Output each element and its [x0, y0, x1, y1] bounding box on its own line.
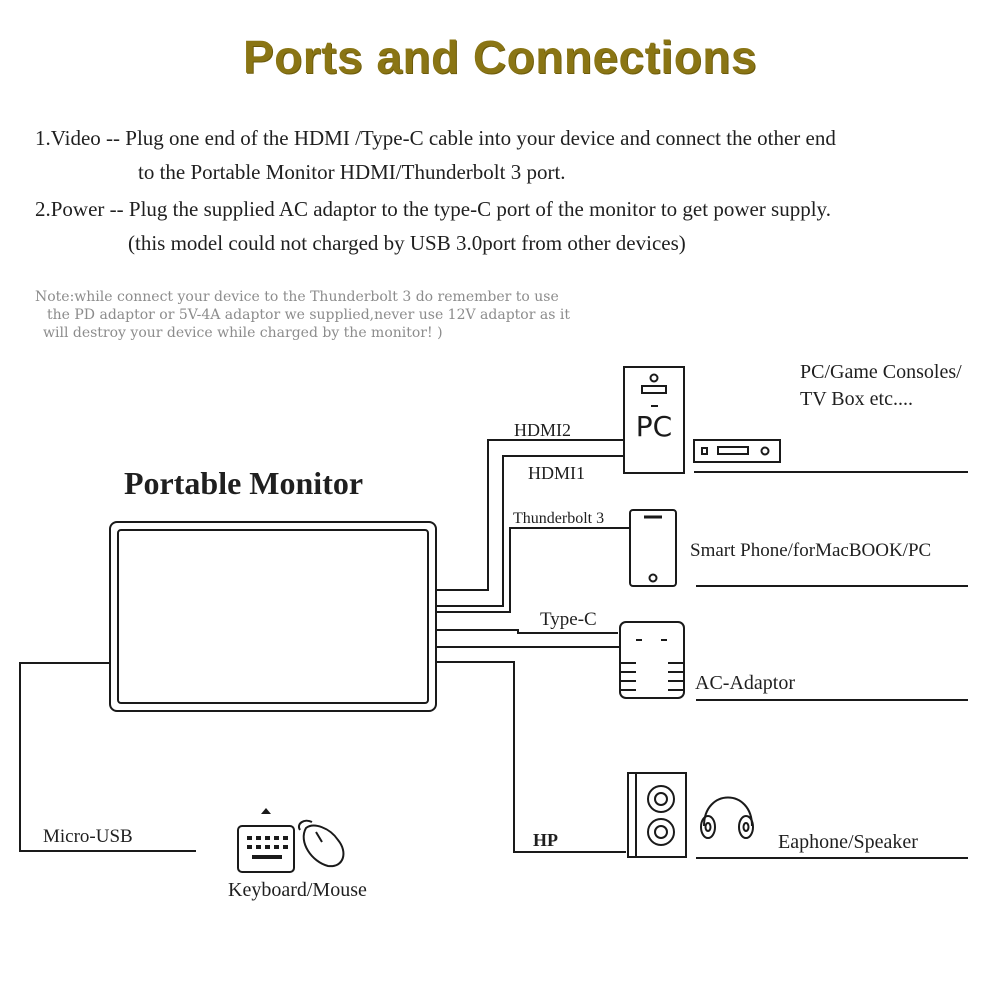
pc-consoles-label-line1: PC/Game Consoles/ — [800, 361, 962, 383]
headphones-icon — [700, 796, 754, 839]
note-line2: the PD adaptor or 5V-4A adaptor we suppl… — [47, 307, 570, 323]
monitor-label: Portable Monitor — [124, 465, 363, 501]
typec-cable — [436, 629, 618, 634]
pc-consoles-label-line2: TV Box etc.... — [800, 388, 913, 410]
keyboard-icon — [237, 808, 295, 873]
earphone-speaker-label: Eaphone/Speaker — [778, 831, 918, 853]
hdmi2-label: HDMI2 — [514, 420, 571, 440]
portable-monitor — [109, 521, 437, 712]
video-instruction-line2: to the Portable Monitor HDMI/Thunderbolt… — [138, 160, 566, 184]
thunderbolt-cable — [436, 527, 630, 613]
typec-label: Type-C — [540, 609, 597, 630]
keyboard-mouse-label: Keyboard/Mouse — [228, 879, 367, 901]
power-instruction-line1: 2.Power -- Plug the supplied AC adaptor … — [35, 197, 831, 221]
hdmi1-label: HDMI1 — [528, 463, 585, 483]
game-console-icon — [693, 439, 781, 463]
thunderbolt-label: Thunderbolt 3 — [513, 510, 604, 527]
note-line1: Note:while connect your device to the Th… — [35, 289, 559, 305]
video-instruction-line1: 1.Video -- Plug one end of the HDMI /Typ… — [35, 126, 836, 150]
speaker-icon — [627, 772, 687, 858]
note-line3: will destroy your device while charged b… — [43, 325, 443, 341]
smartphone-icon — [629, 509, 677, 587]
hdmi1-cable — [436, 455, 624, 607]
mouse-icon — [298, 819, 345, 868]
micro-usb-label: Micro-USB — [43, 826, 133, 847]
smartphone-label: Smart Phone/forMacBOOK/PC — [690, 540, 931, 561]
ac-adaptor-icon — [619, 621, 685, 699]
cable-lines — [19, 439, 630, 853]
page-title: Ports and Connections — [243, 31, 757, 83]
pc-icon — [623, 366, 685, 474]
power-instruction-line2: (this model could not charged by USB 3.0… — [128, 231, 686, 255]
ac-adaptor-label: AC-Adaptor — [695, 672, 795, 694]
hp-label: HP — [533, 830, 558, 850]
pc-text: PC — [636, 410, 672, 443]
hdmi2-cable — [436, 439, 624, 591]
micro-usb-cable — [19, 662, 196, 852]
hp-cable — [436, 661, 626, 853]
